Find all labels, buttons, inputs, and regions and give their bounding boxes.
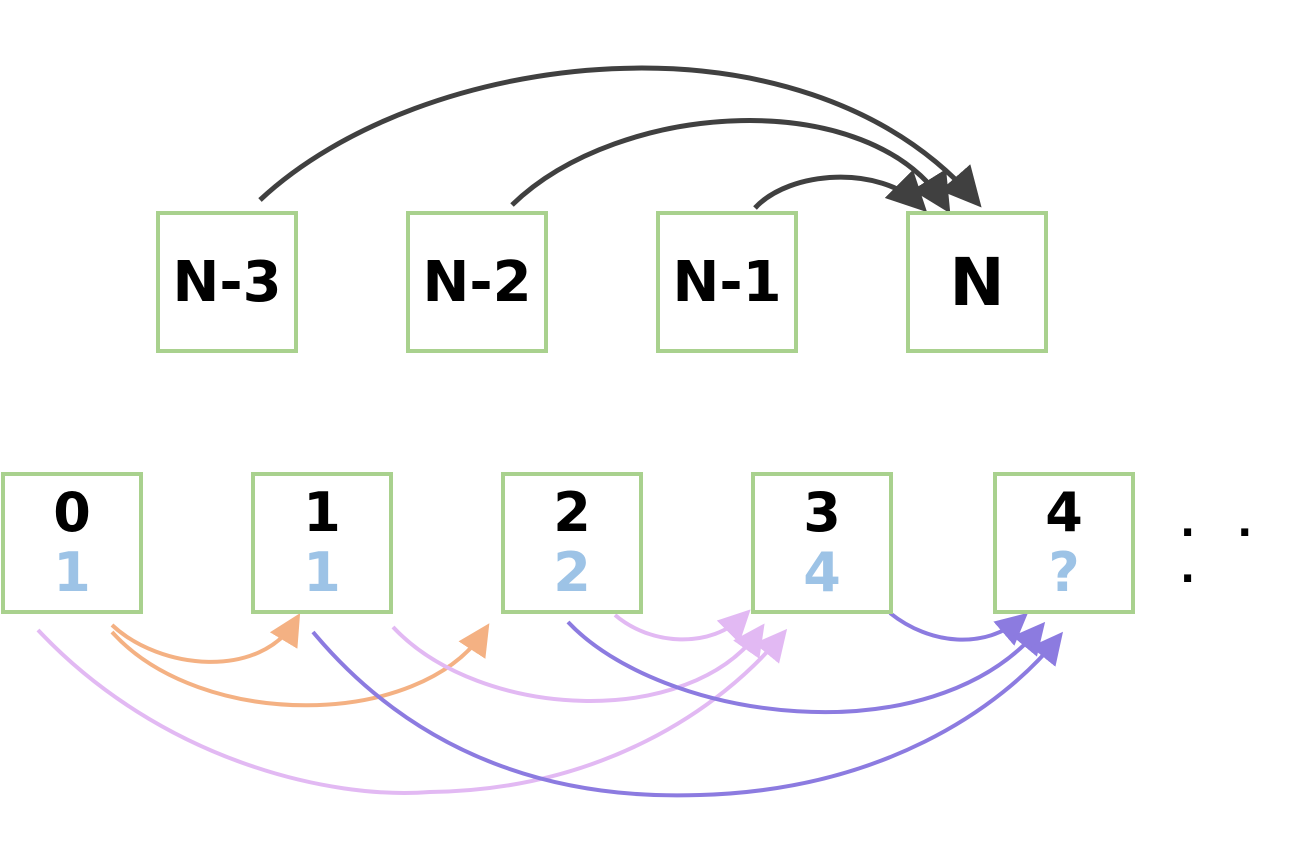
arrow-n1-to-n	[753, 169, 928, 213]
box-index: 3	[803, 481, 841, 544]
box-index-4: 4 ?	[993, 472, 1135, 614]
arrow-2-to-3	[613, 609, 751, 644]
box-index: 0	[53, 481, 91, 544]
arrow-0-to-3	[36, 628, 788, 795]
box-index: 1	[303, 481, 341, 544]
arrow-0-to-2-b	[110, 623, 490, 708]
box-n: N	[906, 211, 1048, 353]
arrow-n2-to-n	[510, 118, 951, 214]
box-value: 2	[553, 541, 591, 604]
arrow-n3-to-n	[258, 65, 982, 208]
continuation-ellipsis: · · ·	[1180, 510, 1267, 602]
box-n-minus-2: N-2	[406, 211, 548, 353]
box-label: N-2	[422, 249, 532, 315]
box-index-2: 2 2	[501, 472, 643, 614]
box-index-3: 3 4	[751, 472, 893, 614]
box-value: 4	[803, 541, 841, 604]
box-value: 1	[303, 541, 341, 604]
arrow-0-to-2-a	[110, 613, 301, 664]
box-index: 4	[1045, 481, 1083, 544]
arrow-3-to-4	[888, 611, 1029, 646]
box-label: N-3	[172, 249, 282, 315]
arrow-1-to-4	[311, 630, 1064, 798]
box-index-1: 1 1	[251, 472, 393, 614]
box-n-minus-1: N-1	[656, 211, 798, 353]
arrow-1-to-3	[391, 623, 765, 703]
box-label: N	[949, 243, 1005, 321]
arrow-2-to-4	[566, 620, 1046, 715]
box-n-minus-3: N-3	[156, 211, 298, 353]
box-value: ?	[1048, 541, 1080, 604]
box-index: 2	[553, 481, 591, 544]
box-label: N-1	[672, 249, 782, 315]
box-value: 1	[53, 541, 91, 604]
box-index-0: 0 1	[1, 472, 143, 614]
